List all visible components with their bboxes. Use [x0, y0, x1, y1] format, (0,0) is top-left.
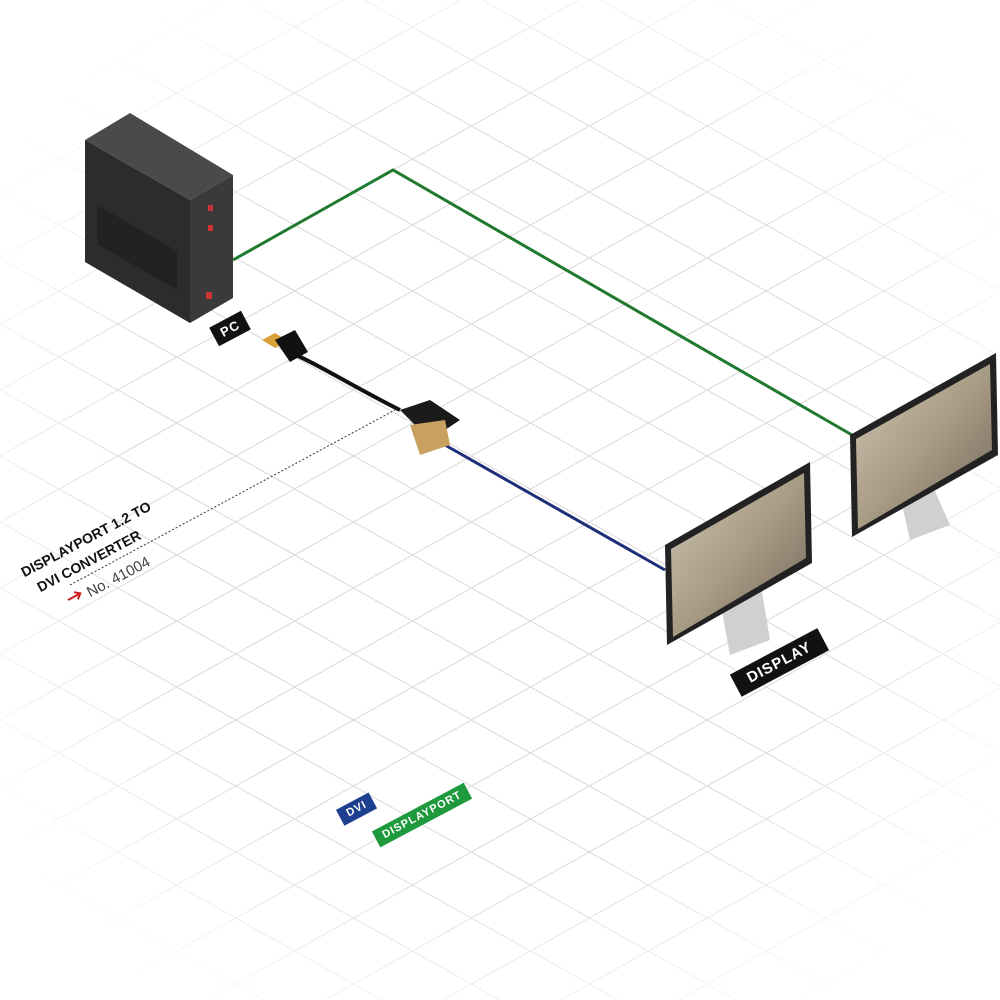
display-monitor-icon [665, 462, 812, 655]
displayport-cable [232, 168, 853, 437]
dvi-cable [444, 443, 666, 572]
arrow-icon [67, 591, 82, 601]
display-monitor-icon [850, 353, 998, 540]
dp-to-dvi-adapter-icon [262, 330, 460, 455]
leader-line [69, 409, 396, 586]
pc-tower-icon [85, 113, 233, 323]
